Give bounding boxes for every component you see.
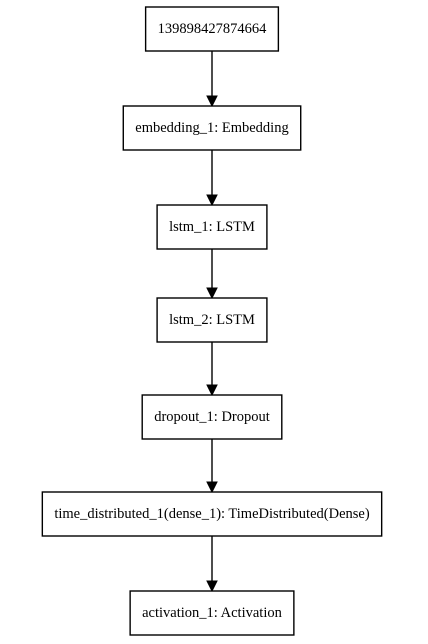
edges-layer [206,51,218,593]
arrowhead-icon [206,481,218,494]
node-dropout-1: dropout_1: Dropout [141,394,283,440]
node-label: lstm_2: LSTM [169,312,255,328]
arrowhead-icon [206,194,218,207]
node-box [129,590,295,636]
node-label: dropout_1: Dropout [154,409,270,425]
edge-embedding-1-to-lstm-1 [206,150,218,207]
edge-dropout-1-to-time-distributed-1 [206,439,218,494]
node-box [41,491,383,537]
node-time-distributed-1: time_distributed_1(dense_1): TimeDistrib… [41,491,383,537]
node-label: 139898427874664 [158,21,268,37]
edge-lstm-1-to-lstm-2 [206,249,218,300]
nodes-layer: 139898427874664 embedding_1: Embedding lst… [41,6,383,636]
node-box [144,6,280,52]
node-activation-1: activation_1: Activation [129,590,295,636]
node-label: embedding_1: Embedding [135,120,288,136]
node-label: time_distributed_1(dense_1): TimeDistrib… [54,506,370,522]
node-lstm-2: lstm_2: LSTM [156,297,268,343]
node-input: 139898427874664 [144,6,280,52]
node-box [122,105,302,151]
edge-lstm-2-to-dropout-1 [206,342,218,397]
node-label: lstm_1: LSTM [169,219,255,235]
node-box [141,394,283,440]
arrowhead-icon [206,384,218,397]
node-lstm-1: lstm_1: LSTM [156,204,268,250]
node-embedding-1: embedding_1: Embedding [122,105,302,151]
node-box [156,297,268,343]
arrowhead-icon [206,580,218,593]
node-box [156,204,268,250]
arrowhead-icon [206,287,218,300]
arrowhead-icon [206,95,218,108]
edge-time-distributed-1-to-activation-1 [206,536,218,593]
node-label: activation_1: Activation [142,605,282,621]
edge-input-to-embedding-1 [206,51,218,108]
